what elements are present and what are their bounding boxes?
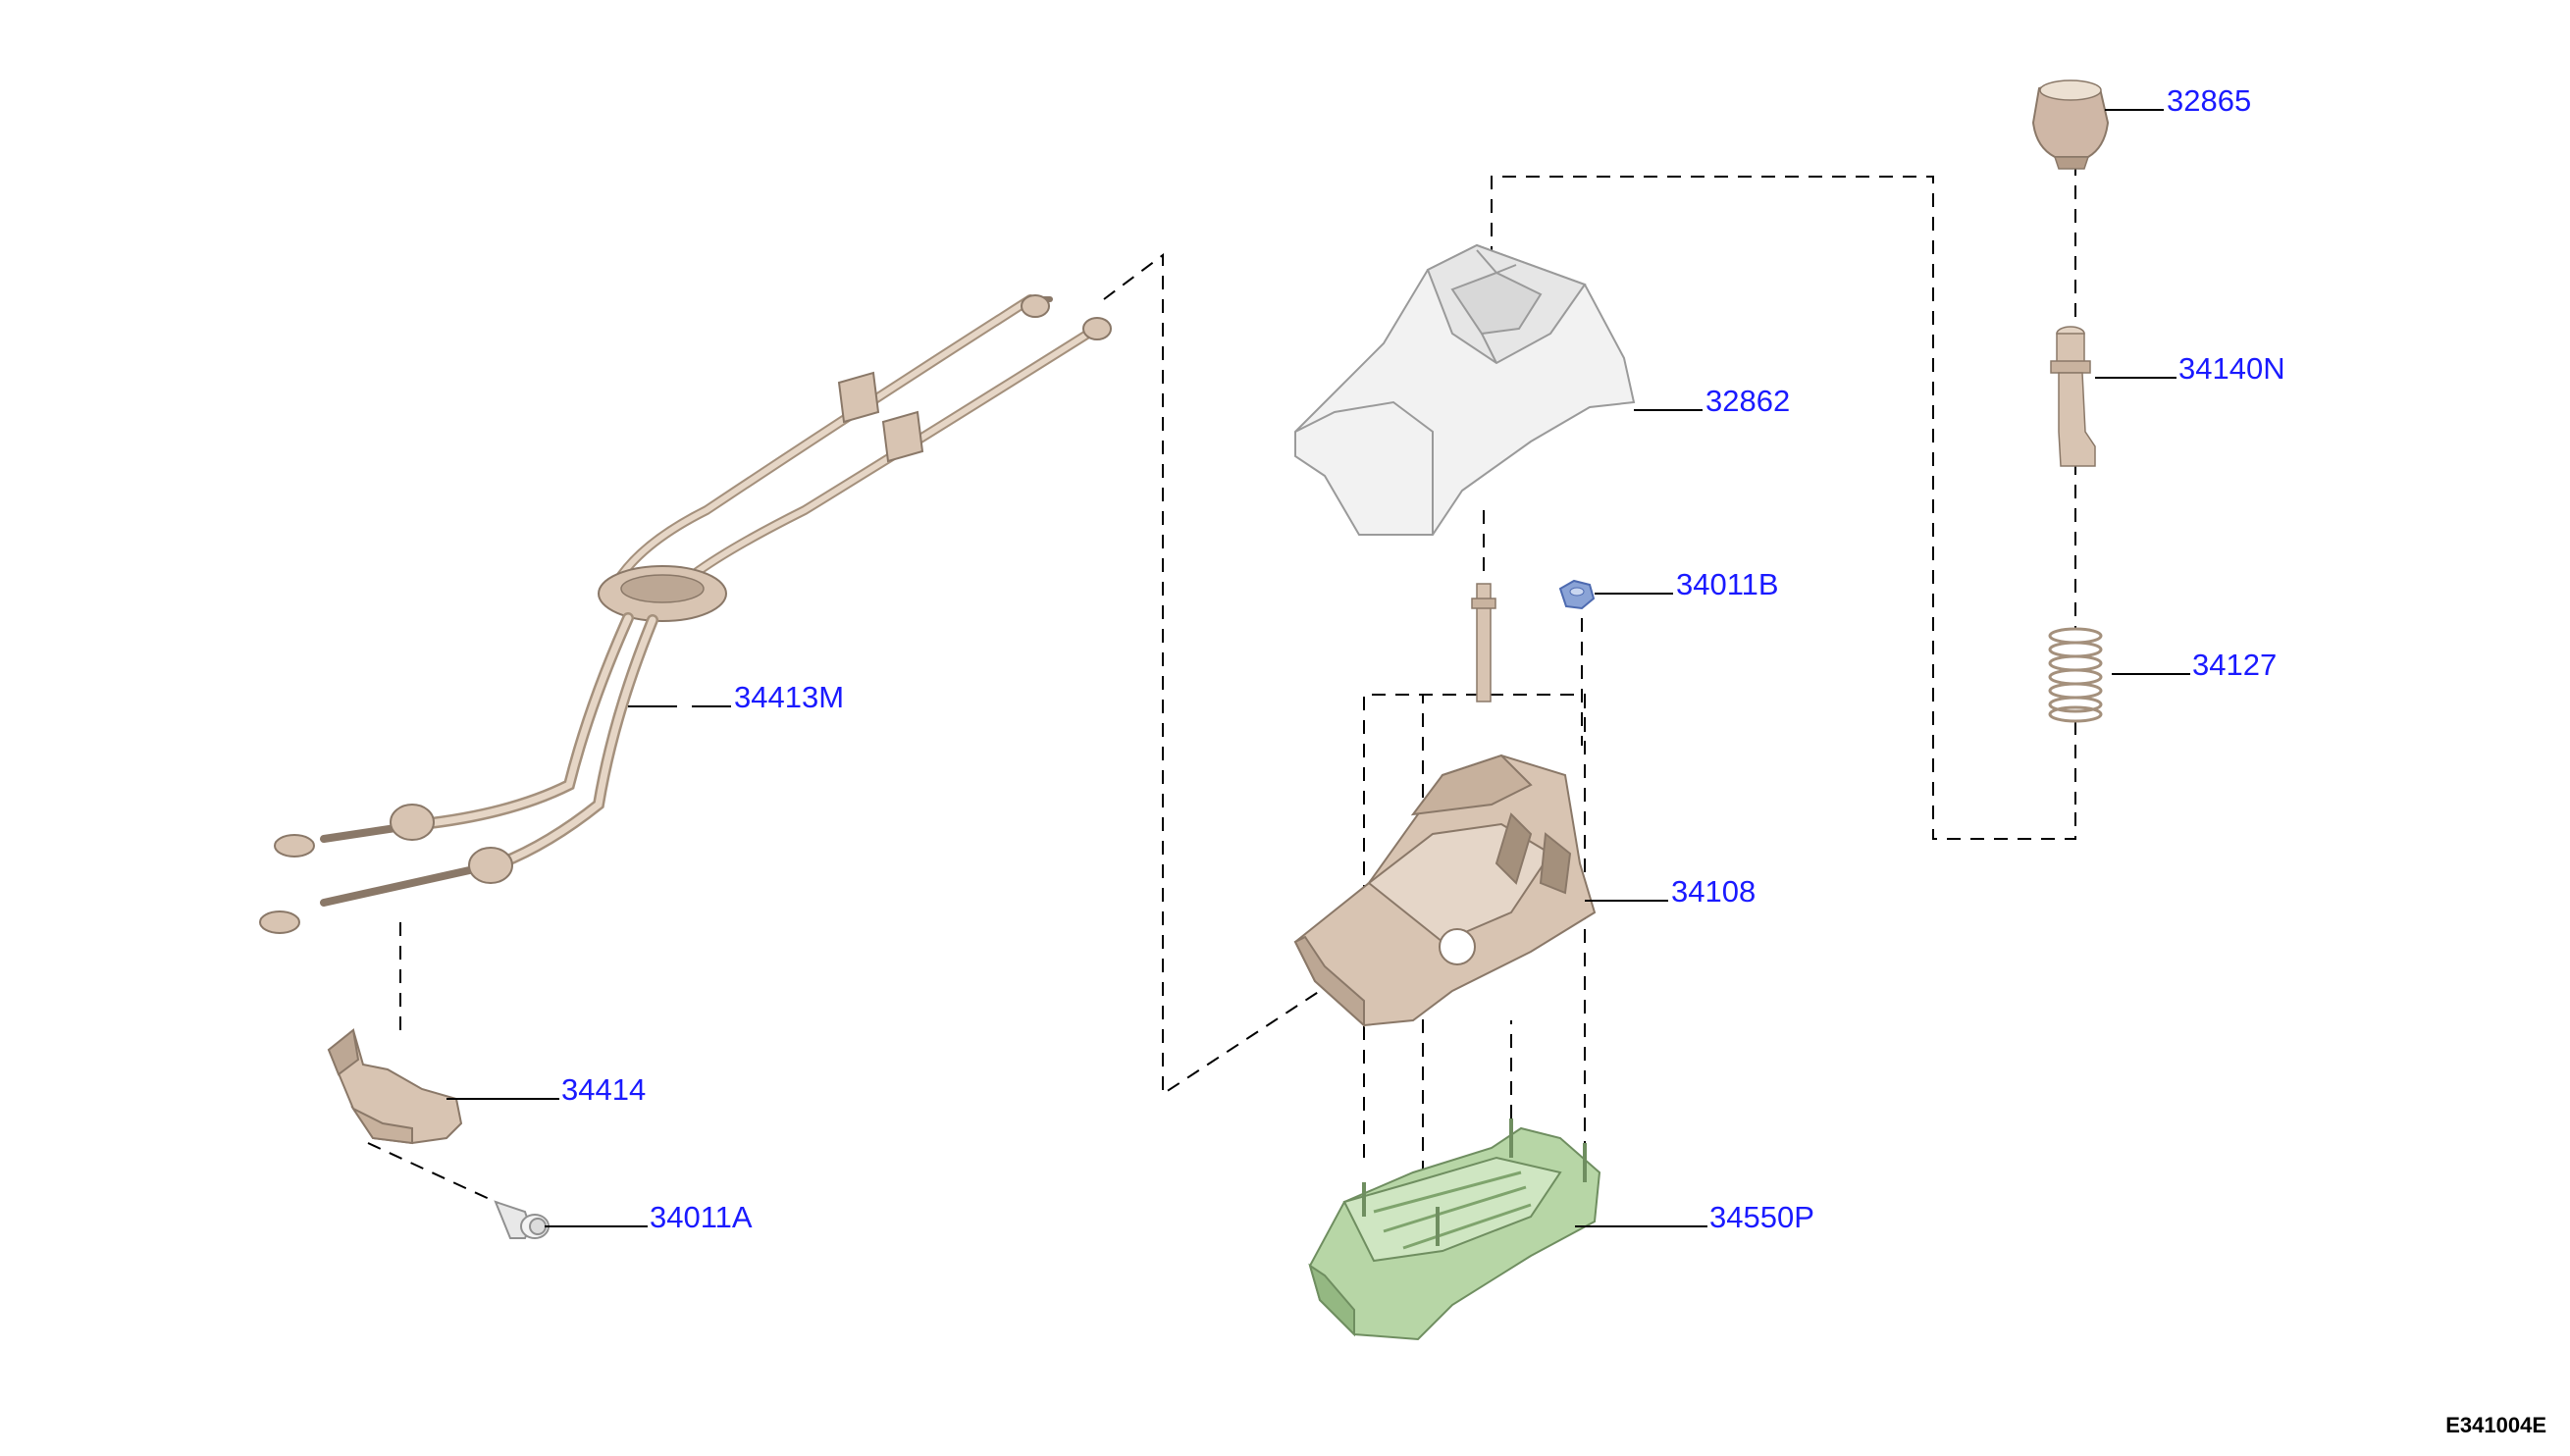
label-32865: 32865 [2167, 83, 2251, 118]
callout-labels: 32865 34140N 34127 32862 34011B 34108 34… [561, 83, 2285, 1234]
label-34550p: 34550P [1709, 1200, 1814, 1234]
shift-cable-assembly-shape [259, 294, 1112, 934]
shifter-housing-shape [1293, 754, 1597, 1028]
shift-lever-rod-shape [2050, 326, 2096, 467]
label-34127: 34127 [2192, 648, 2277, 682]
label-34414: 34414 [561, 1072, 646, 1107]
gear-knob-shape [2031, 79, 2110, 170]
shift-rod-shape [1471, 583, 1496, 702]
label-34413m: 34413M [734, 680, 844, 714]
leader-lines [446, 109, 2190, 1227]
label-32862: 32862 [1705, 384, 1790, 418]
nut-shape [1558, 579, 1596, 610]
label-34011b: 34011B [1676, 567, 1779, 601]
bolt-shape [494, 1200, 550, 1239]
base-bracket-shape [1308, 1118, 1601, 1341]
figure-code: E341004E [2445, 1413, 2546, 1437]
spring-shape [2048, 627, 2103, 723]
cable-bracket-shape [327, 1028, 463, 1145]
label-34108: 34108 [1671, 874, 1756, 909]
label-34140n: 34140N [2178, 351, 2285, 386]
shift-boot-cover-shape [1294, 243, 1636, 536]
label-34011a: 34011A [650, 1200, 753, 1234]
